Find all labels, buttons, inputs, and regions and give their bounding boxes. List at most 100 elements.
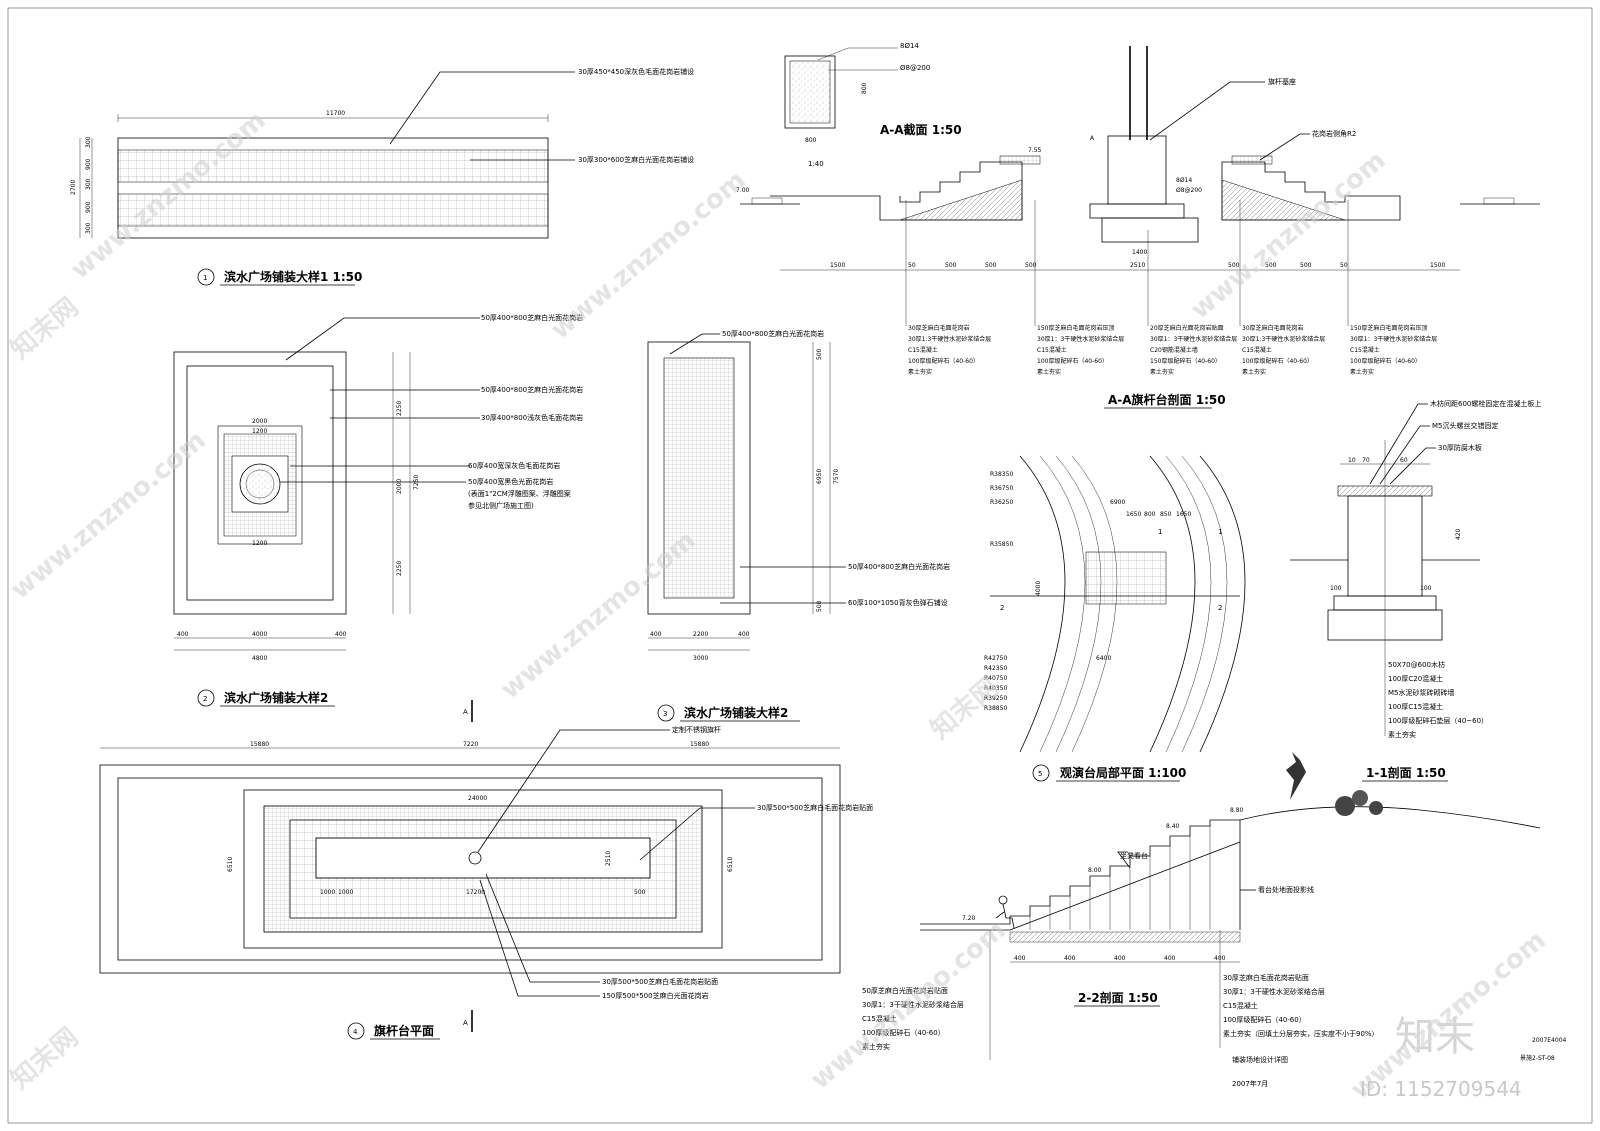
svg-text:知末网: 知末网: [5, 292, 84, 365]
svg-text:(表面1"2CM浮雕图案、浮雕图案: (表面1"2CM浮雕图案、浮雕图案: [468, 489, 571, 498]
svg-text:4000: 4000: [252, 631, 267, 638]
section-2-2: 7.20 8.00 8.40 8.80 坐凳看台 看台处地面投影线 400 40…: [862, 752, 1541, 1060]
svg-text:30厚芝麻白毛面花岗岩: 30厚芝麻白毛面花岗岩: [1242, 324, 1304, 332]
svg-text:6950: 6950: [816, 469, 823, 484]
svg-text:8Ø14: 8Ø14: [900, 42, 919, 50]
svg-text:C20钢筋混凝土墙: C20钢筋混凝土墙: [1150, 346, 1198, 354]
drawing-3-title: 滨水广场铺装大样2: [684, 705, 788, 720]
svg-text:30厚防腐木板: 30厚防腐木板: [1438, 443, 1482, 452]
svg-text:30厚1：3干硬性水泥砂浆结合层: 30厚1：3干硬性水泥砂浆结合层: [1350, 335, 1437, 343]
svg-text:Ø8@200: Ø8@200: [1176, 187, 1202, 194]
svg-text:100厚级配碎石（40-60）: 100厚级配碎石（40-60）: [862, 1028, 945, 1037]
svg-text:150厚芝麻白毛面花岗岩压顶: 150厚芝麻白毛面花岗岩压顶: [1350, 324, 1427, 332]
svg-text:100厚级配碎石（40-60）: 100厚级配碎石（40-60）: [1242, 357, 1313, 365]
section-1-1: 10 70 60 420 100 100 木枋间距600螺栓固定在混凝土板上 M…: [1290, 399, 1541, 782]
svg-text:M5沉头螺丝交错固定: M5沉头螺丝交错固定: [1432, 421, 1499, 430]
svg-text:10: 10: [1348, 457, 1356, 464]
svg-text:旗杆基座: 旗杆基座: [1268, 77, 1296, 86]
dim-length: 11700: [326, 110, 345, 117]
svg-text:800: 800: [805, 137, 817, 144]
svg-text:500: 500: [1300, 262, 1312, 269]
svg-text:50厚400宽黑色光面花岗岩: 50厚400宽黑色光面花岗岩: [468, 477, 553, 486]
svg-text:2000: 2000: [396, 479, 403, 494]
svg-text:20厚芝麻白光面花岗岩贴面: 20厚芝麻白光面花岗岩贴面: [1150, 324, 1224, 332]
tree-icon: [1286, 752, 1383, 816]
aa-column-section: 8Ø14 Ø8@200 800 800 A-A截面 1:50 1:40: [784, 42, 962, 168]
svg-text:400: 400: [1014, 955, 1026, 962]
svg-text:60: 60: [1400, 457, 1408, 464]
svg-text:知末网: 知末网: [5, 1022, 84, 1095]
svg-text:2: 2: [1218, 604, 1222, 612]
title-block-code: 景施2-ST-08: [1520, 1054, 1555, 1062]
svg-text:30厚芝麻白毛面花岗岩: 30厚芝麻白毛面花岗岩: [908, 324, 970, 332]
svg-text:8.40: 8.40: [1166, 823, 1180, 830]
title-block-name: 铺装场地设计详图: [1232, 1055, 1288, 1064]
svg-text:素土夯实（回填土分层夯实，压实度不小于90%）: 素土夯实（回填土分层夯实，压实度不小于90%）: [1223, 1029, 1379, 1038]
svg-text:50厚400*800芝麻白光面花岗岩: 50厚400*800芝麻白光面花岗岩: [481, 313, 583, 322]
svg-text:17200: 17200: [466, 889, 485, 896]
svg-text:www.znzmo.com: www.znzmo.com: [805, 915, 1011, 1095]
svg-text:100厚级配碎石（40-60）: 100厚级配碎石（40-60）: [908, 357, 979, 365]
riser-lines: [1029, 820, 1241, 930]
svg-text:R38350: R38350: [990, 471, 1013, 478]
svg-text:R42750: R42750: [984, 655, 1007, 662]
drawing-2-title: 滨水广场铺装大样2: [224, 690, 328, 705]
svg-text:素土夯实: 素土夯实: [1388, 730, 1416, 739]
svg-text:1650: 1650: [1126, 511, 1141, 518]
svg-text:2200: 2200: [693, 631, 708, 638]
svg-text:C15混凝土: C15混凝土: [1350, 346, 1380, 354]
svg-text:C15混凝土: C15混凝土: [862, 1014, 897, 1023]
section-mark-bottom: A: [463, 1019, 468, 1027]
drawing-number-1: [197, 268, 215, 286]
svg-text:www.znzmo.com: www.znzmo.com: [545, 165, 751, 345]
dim-c: 300: [85, 178, 92, 190]
svg-text:7.55: 7.55: [1028, 147, 1042, 154]
svg-text:800: 800: [861, 82, 868, 94]
svg-text:7.00: 7.00: [736, 187, 750, 194]
svg-text:6510: 6510: [227, 857, 234, 872]
svg-text:R36750: R36750: [990, 485, 1013, 492]
svg-text:C15混凝土: C15混凝土: [1242, 346, 1272, 354]
svg-text:400: 400: [650, 631, 662, 638]
drawing-number-4: [347, 1022, 365, 1040]
svg-text:8.00: 8.00: [1088, 867, 1102, 874]
svg-text:1000: 1000: [320, 889, 335, 896]
svg-text:素土夯实: 素土夯实: [862, 1042, 890, 1051]
dim-b: 900: [85, 158, 92, 170]
svg-text:M5水泥砂浆砖砌砖墙: M5水泥砂浆砖砌砖墙: [1388, 688, 1455, 697]
svg-text:素土夯实: 素土夯实: [1242, 368, 1266, 376]
legend-a: 30厚芝麻白毛面花岗岩 30厚1:3干硬性水泥砂浆结合层 C15混凝土 100厚…: [908, 324, 991, 376]
svg-text:420: 420: [1455, 528, 1462, 540]
svg-text:1: 1: [1218, 528, 1222, 536]
svg-text:2000: 2000: [252, 418, 267, 425]
svg-text:50厚400*800芝麻白光面花岗岩: 50厚400*800芝麻白光面花岗岩: [848, 562, 950, 571]
svg-text:500: 500: [1025, 262, 1037, 269]
svg-text:素土夯实: 素土夯实: [908, 368, 932, 376]
svg-text:70: 70: [1362, 457, 1370, 464]
svg-text:24000: 24000: [468, 795, 487, 802]
svg-text:4800: 4800: [252, 655, 267, 662]
svg-text:A: A: [1090, 135, 1095, 142]
svg-text:3000: 3000: [693, 655, 708, 662]
legend-c: 20厚芝麻白光面花岗岩贴面 30厚1：3干硬性水泥砂浆结合层 C20钢筋混凝土墙…: [1150, 324, 1237, 376]
svg-text:1: 1: [1158, 528, 1162, 536]
svg-text:60厚100*1050背灰色弹石铺设: 60厚100*1050背灰色弹石铺设: [848, 598, 948, 607]
svg-text:150厚500*500芝麻白光面花岗岩: 150厚500*500芝麻白光面花岗岩: [602, 991, 709, 1000]
svg-text:500: 500: [985, 262, 997, 269]
note-1a: 30厚450*450深灰色毛面花岗岩铺设: [578, 67, 694, 76]
svg-text:500: 500: [945, 262, 957, 269]
svg-text:100: 100: [1420, 585, 1432, 592]
svg-text:2250: 2250: [396, 561, 403, 576]
drawing-1-title: 滨水广场铺装大样1 1:50: [224, 269, 362, 284]
svg-text:30厚1：3干硬性水泥砂浆结合层: 30厚1：3干硬性水泥砂浆结合层: [862, 1000, 964, 1009]
svg-text:坐凳看台: 坐凳看台: [1120, 851, 1148, 860]
svg-text:30厚500*500芝麻白毛面花岗岩贴面: 30厚500*500芝麻白毛面花岗岩贴面: [602, 977, 718, 986]
svg-text:4: 4: [353, 1028, 358, 1036]
svg-text:素土夯实: 素土夯实: [1350, 368, 1374, 376]
svg-text:1500: 1500: [830, 262, 845, 269]
svg-text:2510: 2510: [605, 851, 612, 866]
svg-text:R39250: R39250: [984, 695, 1007, 702]
svg-text:150厚级配碎石（40-60）: 150厚级配碎石（40-60）: [1150, 357, 1221, 365]
section-1-1-title: 1-1剖面 1:50: [1366, 765, 1446, 780]
flag-pole-plan: [468, 851, 482, 865]
